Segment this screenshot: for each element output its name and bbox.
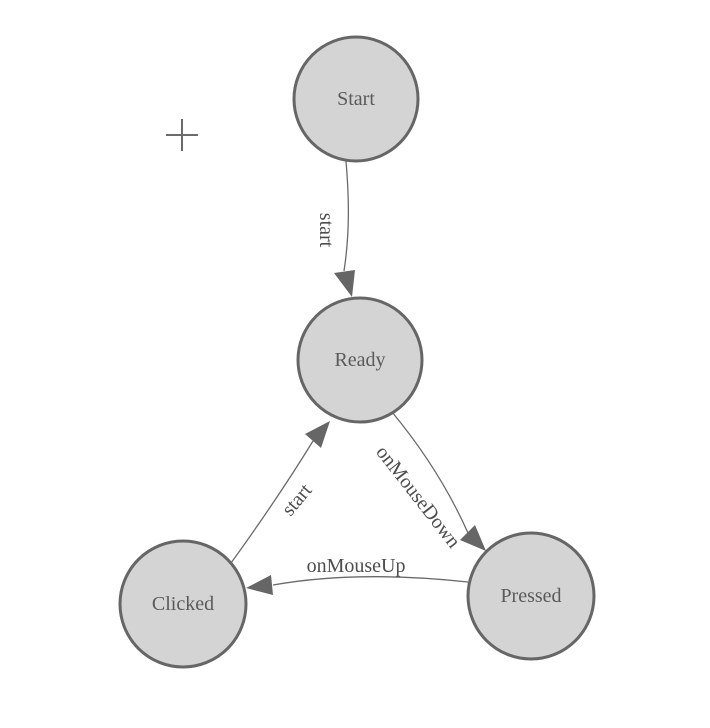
arrowhead-icon <box>334 270 355 297</box>
node-circle-start[interactable] <box>292 35 420 163</box>
node-label-ready: Ready <box>334 349 385 371</box>
edge-line[interactable] <box>230 440 314 564</box>
node-clicked[interactable]: Clicked <box>118 539 248 669</box>
crosshair-cursor-icon <box>166 119 198 151</box>
node-pressed[interactable]: Pressed <box>466 531 596 661</box>
node-ready[interactable]: Ready <box>296 296 424 424</box>
edge-line[interactable] <box>343 160 350 272</box>
node-start[interactable]: Start <box>292 35 420 163</box>
arrowhead-icon <box>246 575 273 595</box>
edge-pressed-to-clicked[interactable]: onMouseUp <box>246 555 469 595</box>
arrowhead-icon <box>305 421 330 448</box>
edge-line[interactable] <box>272 576 469 586</box>
edge-label[interactable]: onMouseUp <box>307 555 406 577</box>
node-circle-pressed[interactable] <box>466 531 596 661</box>
node-circle-ready[interactable] <box>296 296 424 424</box>
arrowhead-icon <box>460 525 486 551</box>
edge-label[interactable]: start <box>278 479 317 520</box>
node-label-pressed: Pressed <box>500 585 561 607</box>
node-label-start: Start <box>337 88 375 110</box>
edge-start-to-ready[interactable]: start <box>315 160 355 297</box>
edge-clicked-to-ready[interactable]: start <box>230 421 330 564</box>
edge-line[interactable] <box>391 411 469 534</box>
node-label-clicked: Clicked <box>152 593 214 615</box>
node-circle-clicked[interactable] <box>118 539 248 669</box>
edge-label[interactable]: start <box>315 213 337 248</box>
edge-ready-to-pressed[interactable]: onMouseDown <box>371 411 486 552</box>
